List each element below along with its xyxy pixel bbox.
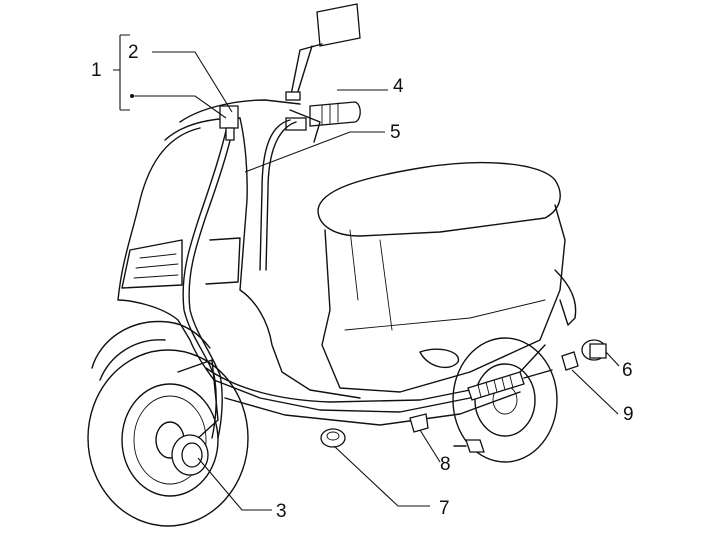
- mirror: [285, 3, 361, 101]
- nut-9: [561, 351, 579, 371]
- handlebar: [164, 99, 361, 143]
- front-shield: [117, 127, 215, 381]
- front-wheel: [87, 349, 249, 527]
- callout-5: 5: [390, 122, 401, 143]
- callout-6: 6: [622, 360, 633, 381]
- callout-7: 7: [439, 498, 450, 519]
- grommet-7: [320, 428, 346, 448]
- rear-wheel: [452, 337, 558, 463]
- rear-tail: [554, 269, 577, 326]
- callout-2: 2: [128, 42, 139, 63]
- bush-6: [581, 339, 607, 361]
- front-fender: [91, 320, 211, 369]
- brake-cable-front: [182, 121, 235, 439]
- speedometer-cable: [259, 119, 297, 271]
- brake-lever-clamp: [219, 105, 239, 141]
- callout-8: 8: [440, 454, 451, 475]
- callout-4: 4: [393, 76, 404, 97]
- callout-9: 9: [623, 404, 634, 425]
- drive-gear: [171, 434, 209, 476]
- rear-brake-cable: [205, 367, 471, 403]
- callout-3: 3: [276, 501, 287, 522]
- rear-adjuster-spring: [467, 369, 553, 401]
- floorboard: [213, 344, 546, 413]
- callout-1: 1: [91, 60, 102, 81]
- clip-8: [409, 413, 485, 453]
- seat: [317, 161, 561, 237]
- leader-lines: [113, 34, 620, 511]
- scooter-body: [91, 3, 577, 426]
